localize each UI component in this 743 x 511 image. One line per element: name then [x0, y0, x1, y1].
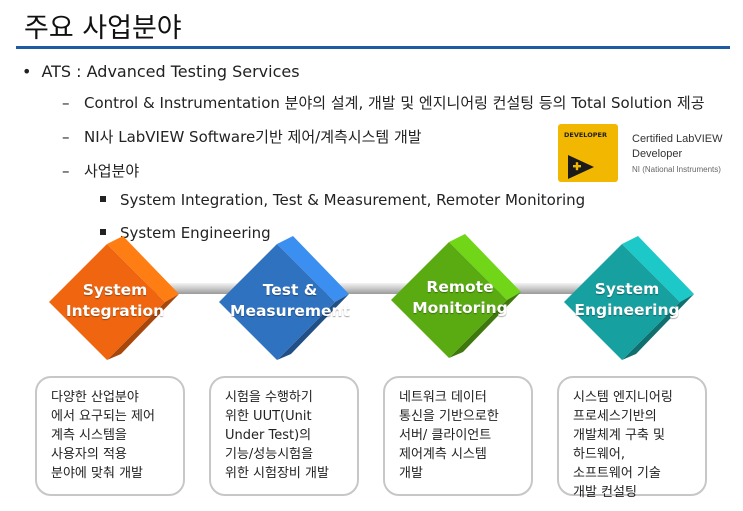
card-text-line: 계측 시스템을: [51, 428, 127, 443]
business-item-1: System Integration, Test & Measurement, …: [100, 191, 585, 209]
bullet-dot: •: [22, 62, 32, 81]
card-text-line: 기능/성능시험을: [225, 447, 314, 462]
cube-top-face: [622, 236, 694, 302]
cube-top-face: [107, 236, 179, 302]
connector-bar: [495, 283, 597, 294]
card-text-line: 개발체계 구축 및: [573, 428, 665, 443]
sub-item-solution: –Control & Instrumentation 분야의 설계, 개발 및 …: [62, 92, 705, 113]
card-text-line: 프로세스기반의: [573, 409, 657, 424]
card-text-line: 에서 요구되는 제어: [51, 409, 155, 424]
cert-title-line1: Certified LabVIEW: [632, 133, 723, 145]
certification-label: Certified LabVIEW Developer NI (National…: [632, 132, 722, 177]
sub-item-text: 사업분야: [84, 162, 140, 180]
card-text-line: 시험을 수행하기: [225, 390, 313, 405]
card-text-line: 네트워크 데이터: [399, 390, 487, 405]
card-text-line: 위한 UUT(Unit: [225, 409, 312, 424]
cert-subtitle: NI (National Instruments): [632, 165, 721, 174]
cert-title-line2: Developer: [632, 148, 683, 160]
sub-item-text: NI사 LabVIEW Software기반 제어/계측시스템 개발: [84, 128, 422, 146]
sub-item-business: –사업분야: [62, 160, 139, 181]
dash-marker: –: [62, 128, 70, 146]
cube-shape: [391, 234, 521, 358]
process-diagram: [49, 234, 694, 360]
cube-shape: [219, 236, 349, 360]
cube-front-face: [219, 244, 335, 360]
title-underline: [16, 46, 730, 49]
cube-side-face: [277, 294, 349, 360]
card-text-line: 다양한 산업분야: [51, 390, 139, 405]
card-text-line: 소프트웨어 기술: [573, 466, 661, 481]
card-text-line: 하드웨어,: [573, 447, 625, 462]
play-plus-icon: [568, 155, 594, 179]
card-text-line: 분야에 맞춰 개발: [51, 466, 143, 481]
dash-marker: –: [62, 94, 70, 112]
square-bullet: [100, 195, 106, 202]
main-bullet-text: ATS : Advanced Testing Services: [41, 62, 300, 81]
cube-side-face: [622, 294, 694, 360]
sub-item-text: Control & Instrumentation 분야의 설계, 개발 및 엔…: [84, 94, 705, 112]
cube-top-face: [277, 236, 349, 302]
business-item-2: System Engineering: [100, 224, 271, 242]
labview-developer-badge: DEVELOPER: [558, 124, 618, 182]
card-text-line: 통신을 기반으로한: [399, 409, 499, 424]
cube-front-face: [391, 242, 507, 358]
cube-side-face: [107, 294, 179, 360]
sub-item-labview: –NI사 LabVIEW Software기반 제어/계측시스템 개발: [62, 126, 422, 147]
cube-top-face: [449, 234, 521, 300]
business-item-text: System Engineering: [120, 224, 271, 242]
cube-front-face: [564, 244, 680, 360]
card-text-line: 사용자의 적용: [51, 447, 127, 462]
card-text-line: Under Test)의: [225, 428, 312, 443]
card-text-line: 개발 컨설팅: [573, 485, 637, 500]
cube-shape: [564, 236, 694, 360]
cube-side-face: [449, 292, 521, 358]
business-item-text: System Integration, Test & Measurement, …: [120, 191, 586, 209]
main-bullet-item: • ATS : Advanced Testing Services: [22, 62, 300, 81]
square-bullet: [100, 228, 106, 235]
card-text-line: 제어계측 시스템: [399, 447, 487, 462]
card-text-line: 시스템 엔지니어링: [573, 390, 673, 405]
card-text-line: 서버/ 클라이언트: [399, 428, 492, 443]
page-title: 주요 사업분야: [24, 13, 182, 44]
dash-marker: –: [62, 162, 70, 180]
cube-shape: [49, 236, 179, 360]
cube-front-face: [49, 244, 165, 360]
badge-top-text: DEVELOPER: [564, 131, 607, 139]
box-label-test-measurement: Test &Measurement: [230, 281, 350, 320]
card-text-line: 개발: [399, 466, 423, 481]
card-text-line: 위한 시험장비 개발: [225, 466, 329, 481]
